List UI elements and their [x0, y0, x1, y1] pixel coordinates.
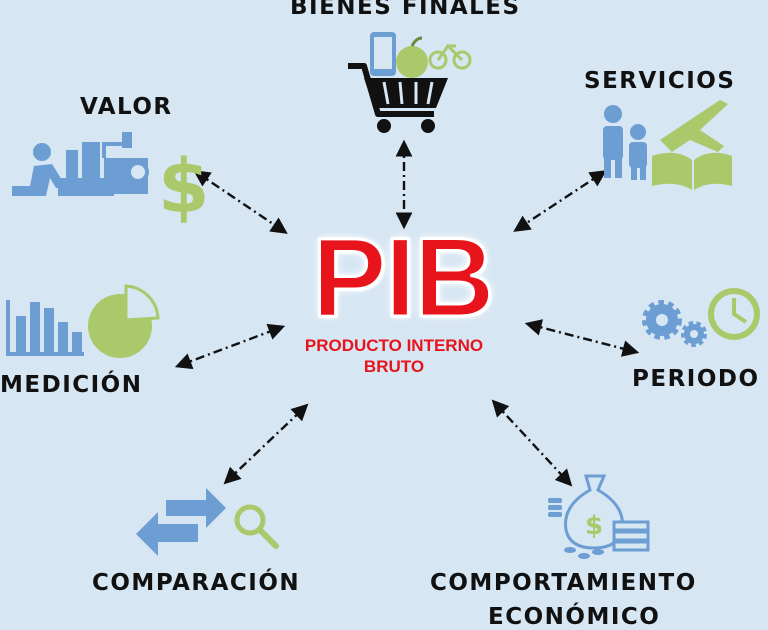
node-label-comportamiento: COMPORTAMIENTO [430, 570, 697, 596]
book-icon [652, 152, 732, 190]
airplane-icon [660, 100, 728, 152]
node-label-bienes-finales: BIENES FINALES [290, 0, 521, 20]
banknotes-icon [612, 520, 650, 552]
comportamiento-icon-group: $ [548, 474, 650, 559]
medicion-icon-group [6, 284, 160, 358]
bar-chart-icon [6, 300, 84, 356]
node-label-valor: VALOR [80, 94, 173, 120]
gears-icon [642, 300, 707, 347]
apple-icon [396, 36, 428, 78]
coins-icon [548, 498, 604, 559]
node-label-servicios: SERVICIOS [584, 68, 736, 94]
smartphone-icon [370, 32, 396, 76]
node-label-medicion: MEDICIÓN [0, 372, 143, 398]
pib-subtitle: PRODUCTO INTERNO BRUTO [264, 335, 524, 377]
pib-title: PIB [311, 215, 497, 340]
exchange-arrows-icon [136, 488, 226, 556]
periodo-icon-group [642, 288, 760, 347]
pib-subtitle-line1: PRODUCTO INTERNO [304, 336, 484, 355]
shopping-cart-icon [348, 63, 448, 133]
clock-icon [708, 288, 760, 340]
valor-icon-group: $ [12, 132, 210, 230]
bicycle-icon [428, 43, 472, 70]
connector-comportamiento [491, 399, 573, 487]
node-label-periodo: PERIODO [632, 366, 760, 392]
money-bag-icon: $ [564, 474, 624, 550]
connector-comparacion [223, 403, 309, 485]
factory-icon [58, 132, 149, 196]
people-icon [603, 105, 647, 180]
dollar-sign-icon: $ [158, 144, 210, 230]
pie-chart-icon [88, 284, 160, 358]
connector-periodo [524, 319, 640, 357]
servicios-icon-group [603, 100, 732, 190]
svg-text:$: $ [158, 144, 210, 230]
bienes-icon-group [348, 32, 472, 133]
connector-servicios [513, 170, 607, 232]
comparacion-icon-group [136, 488, 279, 556]
node-label-economico: ECONÓMICO [488, 604, 661, 630]
connector-valor [193, 170, 288, 234]
svg-text:$: $ [585, 511, 603, 541]
node-label-comparacion: COMPARACIÓN [92, 570, 301, 596]
magnifier-icon [234, 504, 279, 549]
pib-subtitle-line2: BRUTO [363, 357, 425, 376]
